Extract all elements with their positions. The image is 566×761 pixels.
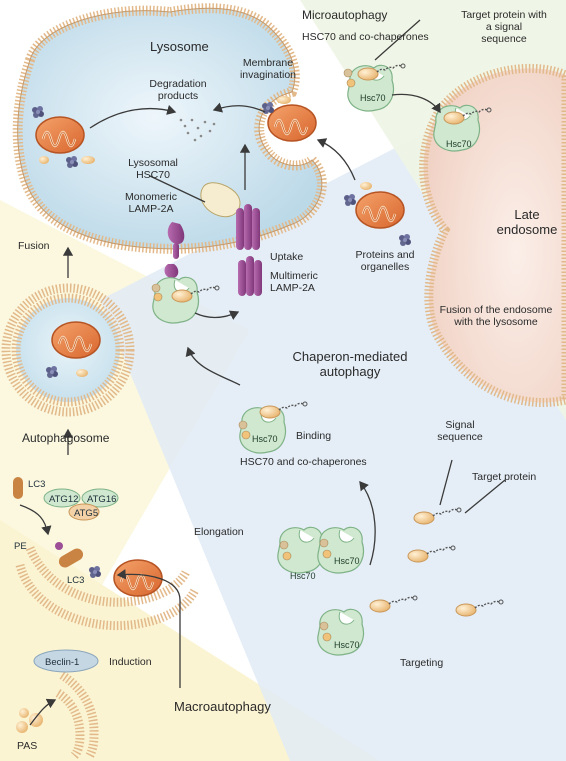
hsc70-label: Hsc70 [252,434,278,444]
phagophore-membrane [15,563,200,631]
protein-icon [76,369,88,377]
multimeric-lamp2a-label: Multimeric LAMP-2A [270,270,318,294]
lc3-free-icon [13,477,23,499]
hsc70-cochaperones-mid-label: HSC70 and co-chaperones [240,456,367,468]
protein-icon [360,182,372,190]
multimeric-lamp2a-icon [236,204,262,296]
hsc70-complex-icon [317,526,365,574]
hsc70-complex-icon [277,526,325,574]
atg5-label: ATG5 [74,508,98,519]
protein-icon [277,96,291,104]
lc3-label: LC3 [28,479,45,490]
pas-icon [19,708,29,718]
target-signal-label: Target protein with a signal sequence [461,9,547,45]
cochaperone-icon [151,283,161,293]
hsc70-label: Hsc70 [446,139,472,149]
membrane-invagination-label: Membrane invagination [239,57,297,81]
pas-icon [16,721,28,733]
late-endosome-label: Late endosome [496,207,558,237]
atg12-label: ATG12 [49,494,78,505]
fusion-label: Fusion [18,240,50,252]
autophagosome-title: Autophagosome [22,431,110,445]
late-endosome [419,63,566,407]
chaperone-mediated-title: Chaperon-mediated autophagy [292,349,408,379]
target-protein-label: Target protein [472,471,537,483]
isolation-membrane [55,689,85,760]
elongation-label: Elongation [194,526,244,538]
uptake-label: Uptake [270,251,304,263]
induction-label: Induction [109,656,152,668]
mitochondrion-icon [34,115,86,155]
hsc70-label: Hsc70 [360,93,386,103]
fusion-endosome-label: Fusion of the endosome with the lysosome [439,304,553,328]
binding-label: Binding [296,430,332,442]
hsc70-cochaperones-top-label: HSC70 and co-chaperones [302,31,429,43]
protein-aggregate-icon [344,194,356,206]
degradation-products-dots [179,118,216,142]
signal-sequence-label: Signal sequence [437,419,483,443]
process-arrows [19,19,506,726]
protein-icon [39,156,49,164]
atg16-icon [81,488,119,508]
protein-aggregate-icon [46,366,58,378]
protein-aggregate-icon [32,106,44,118]
hsc70-label: Hsc70 [334,640,360,650]
atg5-icon [68,503,100,521]
protein-icon [81,156,95,164]
lysosome-outline [17,7,323,250]
macroautophagy-title: Macroautophagy [174,699,271,714]
targeting-label: Targeting [400,657,444,669]
atg12-icon [43,488,81,508]
hsc70-label: Hsc70 [290,571,316,581]
mitochondrion-icon [266,103,318,143]
protein-aggregate-icon [66,156,78,168]
protein-aggregate-icon [89,566,101,578]
degradation-products-label: Degradation products [149,78,207,102]
pas-label: PAS [17,740,38,752]
hsc70-label: Hsc70 [334,556,360,566]
beclin-1-icon [33,649,99,673]
cochaperone-icon [153,292,163,302]
pe-label: PE [14,541,27,552]
protein-aggregate-icon [262,102,274,114]
monomeric-lamp2a-icon [164,222,185,278]
protein-aggregate-icon [399,234,411,246]
atg16-label: ATG16 [87,494,116,505]
monomeric-lamp2a-label: Monomeric LAMP-2A [125,191,177,215]
lysosome-title: Lysosome [150,39,209,54]
mitochondrion-icon [50,320,102,360]
mitochondrion-icon [354,190,406,230]
lc3-bound-icon [58,548,84,568]
pas-icon [29,713,43,727]
proteins-organelles-label: Proteins and organelles [355,249,415,273]
lc3-bound-label: LC3 [67,575,84,586]
mitochondrion-icon [112,558,164,598]
beclin-1-label: Beclin-1 [45,657,79,668]
pe-icon [55,542,63,550]
lysosomal-hsc70-label: Lysosomal HSC70 [128,157,178,181]
microautophagy-title: Microautophagy [302,8,388,22]
